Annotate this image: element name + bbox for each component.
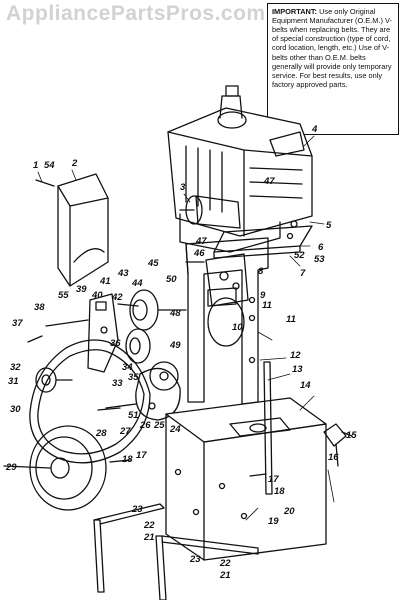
callout-34: 34: [122, 362, 133, 373]
callout-51: 51: [128, 410, 139, 421]
small-pulley: [35, 367, 73, 393]
callout-4: 4: [311, 124, 318, 135]
callout-49: 49: [169, 340, 181, 351]
callout-50: 50: [166, 274, 177, 285]
callout-18b: 18: [274, 486, 285, 497]
callout-11b: 11: [262, 300, 272, 311]
callout-20: 20: [283, 506, 295, 517]
engine-shaft: [179, 195, 241, 229]
callout-15: 15: [346, 430, 357, 441]
callout-44: 44: [131, 278, 143, 289]
large-drive-pulley: [3, 425, 107, 511]
callout-14: 14: [300, 380, 311, 391]
callout-2: 2: [71, 158, 78, 169]
callout-52: 52: [294, 250, 305, 261]
callout-48: 48: [169, 308, 181, 319]
callout-22b: 22: [219, 558, 231, 569]
callout-31: 31: [8, 376, 19, 387]
callout-12: 12: [290, 350, 301, 361]
leader-lines: [37, 135, 335, 521]
callout-29: 29: [5, 462, 17, 473]
callout-42: 42: [111, 292, 123, 303]
callout-46: 46: [193, 248, 205, 259]
pulley-bracket: [185, 253, 249, 307]
callout-labels: 1 54 2 3 4 47 5 6 52 53 7 47 46 9 8 50 4…: [5, 124, 357, 581]
callout-6: 6: [318, 242, 324, 253]
callout-27: 27: [119, 426, 131, 437]
bolts: [27, 335, 353, 477]
housing: [165, 397, 327, 561]
callout-25: 25: [153, 420, 165, 431]
callout-54: 54: [44, 160, 55, 171]
callout-43: 43: [117, 268, 129, 279]
notice-body: Use only Original Equipment Manufacturer…: [272, 7, 392, 89]
callout-39: 39: [76, 284, 87, 295]
callout-23a: 23: [131, 504, 143, 515]
callout-9: 9: [260, 290, 266, 301]
idler-arm: [45, 293, 139, 373]
important-notice: IMPORTANT: Use only Original Equipment M…: [267, 3, 399, 135]
idler-pulleys: [125, 289, 187, 391]
callout-22a: 22: [143, 520, 155, 531]
callout-33: 33: [112, 378, 123, 389]
callout-13: 13: [292, 364, 303, 375]
callout-10: 10: [232, 322, 243, 333]
side-rails: [93, 503, 259, 600]
callout-17a: 17: [136, 450, 147, 461]
callout-16: 16: [328, 452, 339, 463]
callout-21b: 21: [219, 570, 231, 581]
callout-5: 5: [326, 220, 332, 231]
callout-35: 35: [128, 372, 139, 383]
callout-47a: 47: [263, 176, 275, 187]
callout-7: 7: [300, 268, 306, 279]
callout-18a: 18: [122, 454, 133, 465]
callout-3: 3: [180, 182, 186, 193]
callout-36: 36: [110, 338, 121, 349]
callout-26: 26: [139, 420, 151, 431]
main-frame: [185, 237, 269, 405]
callout-1: 1: [33, 160, 38, 171]
callout-30: 30: [10, 404, 21, 415]
watermark: AppliancePartsPros.com: [6, 2, 266, 25]
callout-45: 45: [147, 258, 159, 269]
drive-belt: [29, 339, 151, 464]
callout-40: 40: [91, 290, 103, 301]
callout-47b: 47: [195, 236, 207, 247]
callout-55: 55: [58, 290, 69, 301]
belt-cover: [35, 173, 109, 287]
callout-23b: 23: [189, 554, 201, 565]
callout-38: 38: [34, 302, 45, 313]
callout-41: 41: [99, 276, 111, 287]
callout-19: 19: [268, 516, 279, 527]
callout-53: 53: [314, 254, 325, 265]
callout-32: 32: [10, 362, 21, 373]
engine: [167, 85, 313, 253]
callout-21a: 21: [143, 532, 155, 543]
callout-11a: 11: [286, 314, 296, 325]
notice-heading: IMPORTANT:: [272, 7, 318, 16]
callout-8: 8: [258, 266, 264, 277]
callout-17b: 17: [268, 474, 279, 485]
callout-37: 37: [12, 318, 23, 329]
support-bar: [263, 361, 273, 495]
lower-pulley: [105, 367, 181, 421]
callout-24: 24: [169, 424, 181, 435]
callout-28: 28: [95, 428, 107, 439]
